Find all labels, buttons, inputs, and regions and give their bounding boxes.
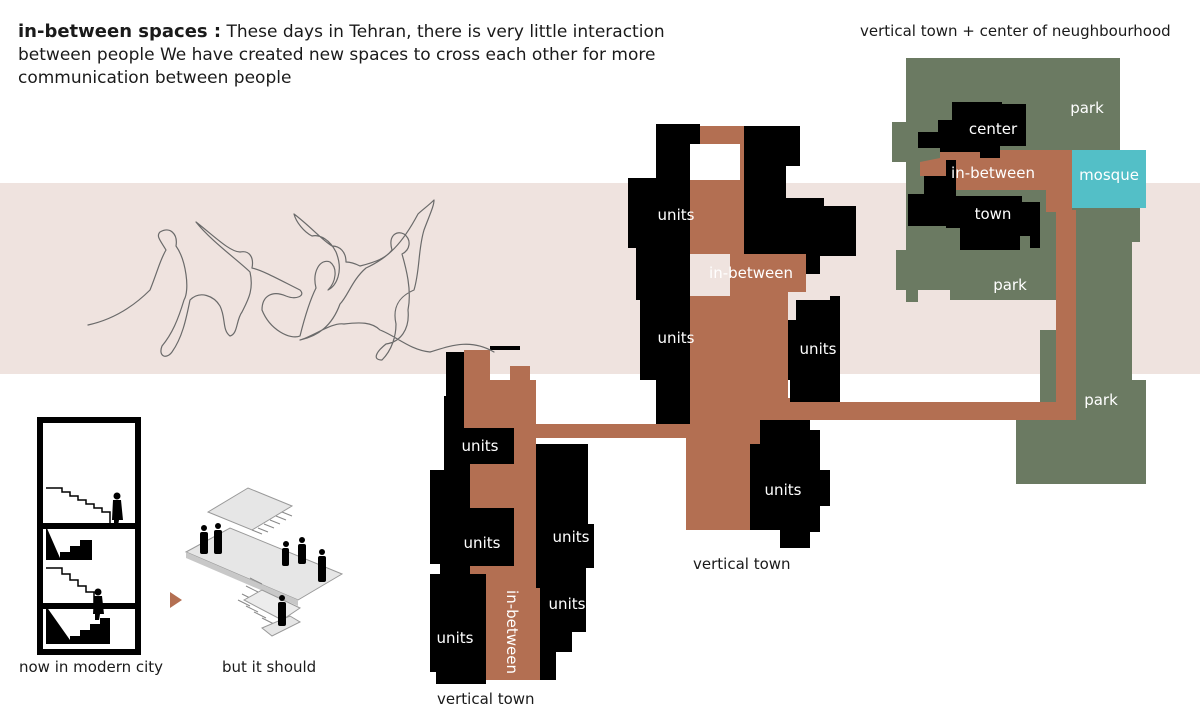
left-units-label-2: units	[463, 534, 501, 552]
center-units-label-3: units	[799, 340, 837, 358]
park-label-3: park	[1084, 391, 1118, 409]
left-units-label-1: units	[461, 437, 499, 455]
upper-landing	[206, 487, 294, 531]
vertical-town-center	[530, 124, 1076, 548]
connecting-corridor-left	[530, 424, 690, 438]
center-units-label-2: units	[657, 329, 695, 347]
modern-city-section	[37, 417, 141, 655]
stair-run-upper	[251, 511, 293, 535]
heading-text: These days in Tehran, there is very litt…	[18, 22, 665, 88]
units-right-stack	[536, 444, 594, 680]
stair-middle	[46, 526, 92, 560]
continuous-line	[87, 199, 495, 361]
in-between-core-center	[686, 126, 806, 530]
vertical-town-left	[430, 346, 594, 684]
town-label: town	[974, 205, 1012, 223]
left-units-label-5: units	[436, 629, 474, 647]
center-in-between-label: in-between	[709, 264, 793, 282]
left-tower-caption: vertical town	[437, 690, 535, 708]
units-right-bottom	[750, 420, 830, 548]
middle-slab-edge	[186, 552, 298, 606]
people-icons	[200, 523, 326, 626]
in-between-core-left	[464, 350, 540, 680]
park-label-2: park	[993, 276, 1027, 294]
units-right-middle	[788, 296, 840, 402]
mosque-label: mosque	[1079, 166, 1139, 184]
left-units-label-3: units	[552, 528, 590, 546]
stair-run-lower	[237, 577, 275, 625]
connecting-corridor	[790, 402, 1076, 420]
units-left-stack	[430, 346, 520, 684]
should-axonometric	[184, 487, 344, 637]
neighbourhood-in-between-label: in-between	[951, 164, 1035, 182]
center-label: center	[968, 120, 1018, 138]
section-outer-wall	[37, 417, 141, 655]
center-units-label-4: units	[764, 481, 802, 499]
left-in-between-label: in-between	[503, 590, 521, 674]
stair-bottom	[46, 606, 110, 644]
mosque-block	[1072, 150, 1146, 208]
page-heading: in-between spaces : These days in Tehran…	[18, 20, 738, 90]
left-units-label-4: units	[548, 595, 586, 613]
town-block	[908, 160, 1040, 250]
heading-bold: in-between spaces :	[18, 21, 222, 42]
stair-lower	[46, 567, 95, 606]
should-caption: but it should	[222, 658, 317, 676]
person-icon	[93, 492, 123, 620]
neighbourhood-plan	[892, 58, 1146, 484]
dancing-people-line-drawing	[87, 199, 495, 361]
center-block	[918, 102, 1026, 158]
neighbourhood-title: vertical town + center of neughbourhood	[860, 22, 1171, 40]
stair-upper	[46, 487, 111, 526]
park-label-1: park	[1070, 99, 1104, 117]
center-tower-caption: vertical town	[693, 555, 791, 573]
units-right-top	[744, 126, 856, 274]
arrow-right-icon	[170, 592, 182, 608]
center-units-label-1: units	[657, 206, 695, 224]
now-caption: now in modern city	[19, 658, 164, 676]
